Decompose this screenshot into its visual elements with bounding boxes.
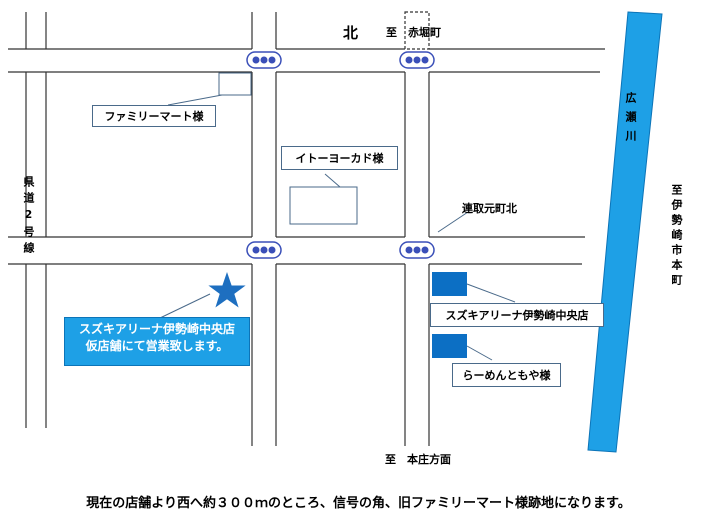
- dest-isesaki-label: 至伊勢崎市本町: [670, 184, 683, 289]
- road-middle: [8, 236, 585, 265]
- suzuki-arena-label: スズキアリーナ伊勢崎中央店: [430, 303, 604, 327]
- callout-line-2: 仮店舗にて営業致します。: [85, 339, 229, 353]
- suzuki-arena-building: [432, 272, 467, 296]
- dest-akahori-label: 至 赤堀町: [386, 26, 441, 39]
- road-akahori-end: [404, 11, 430, 50]
- temporary-store-callout: スズキアリーナ伊勢崎中央店 仮店舗にて営業致します。: [64, 317, 250, 366]
- family-mart-building: [218, 72, 252, 96]
- north-label: 北: [343, 24, 359, 42]
- road-center: [251, 12, 277, 446]
- rentori-intersection-label: 連取元町北: [462, 202, 517, 215]
- traffic-signal-mid-right: [399, 241, 435, 259]
- traffic-signal-top-center: [246, 51, 282, 69]
- family-mart-label: ファミリーマート様: [92, 105, 216, 127]
- river-label: 広瀬川: [624, 92, 637, 149]
- kendo-label: 県道2号線: [22, 176, 35, 258]
- traffic-signal-mid-center: [246, 241, 282, 259]
- ito-yokado-building: [289, 186, 358, 225]
- leader-lines: [159, 94, 516, 361]
- callout-line-1: スズキアリーナ伊勢崎中央店: [78, 322, 235, 336]
- traffic-signal-top-right: [399, 51, 435, 69]
- dest-honjo-label: 至 本庄方面: [385, 453, 451, 466]
- hirose-river: [587, 11, 663, 453]
- road-left: [25, 12, 47, 428]
- road-right: [404, 72, 430, 446]
- road-top: [8, 48, 605, 73]
- ramen-label: らーめんともや様: [452, 363, 561, 387]
- new-store-star-icon: [208, 272, 246, 308]
- ito-yokado-label: イトーヨーカド様: [281, 146, 398, 170]
- directions-caption: 現在の店舗より西へ約３００ｍのところ、信号の角、旧ファミリーマート様跡地になりま…: [86, 496, 631, 511]
- ramen-building: [432, 334, 467, 358]
